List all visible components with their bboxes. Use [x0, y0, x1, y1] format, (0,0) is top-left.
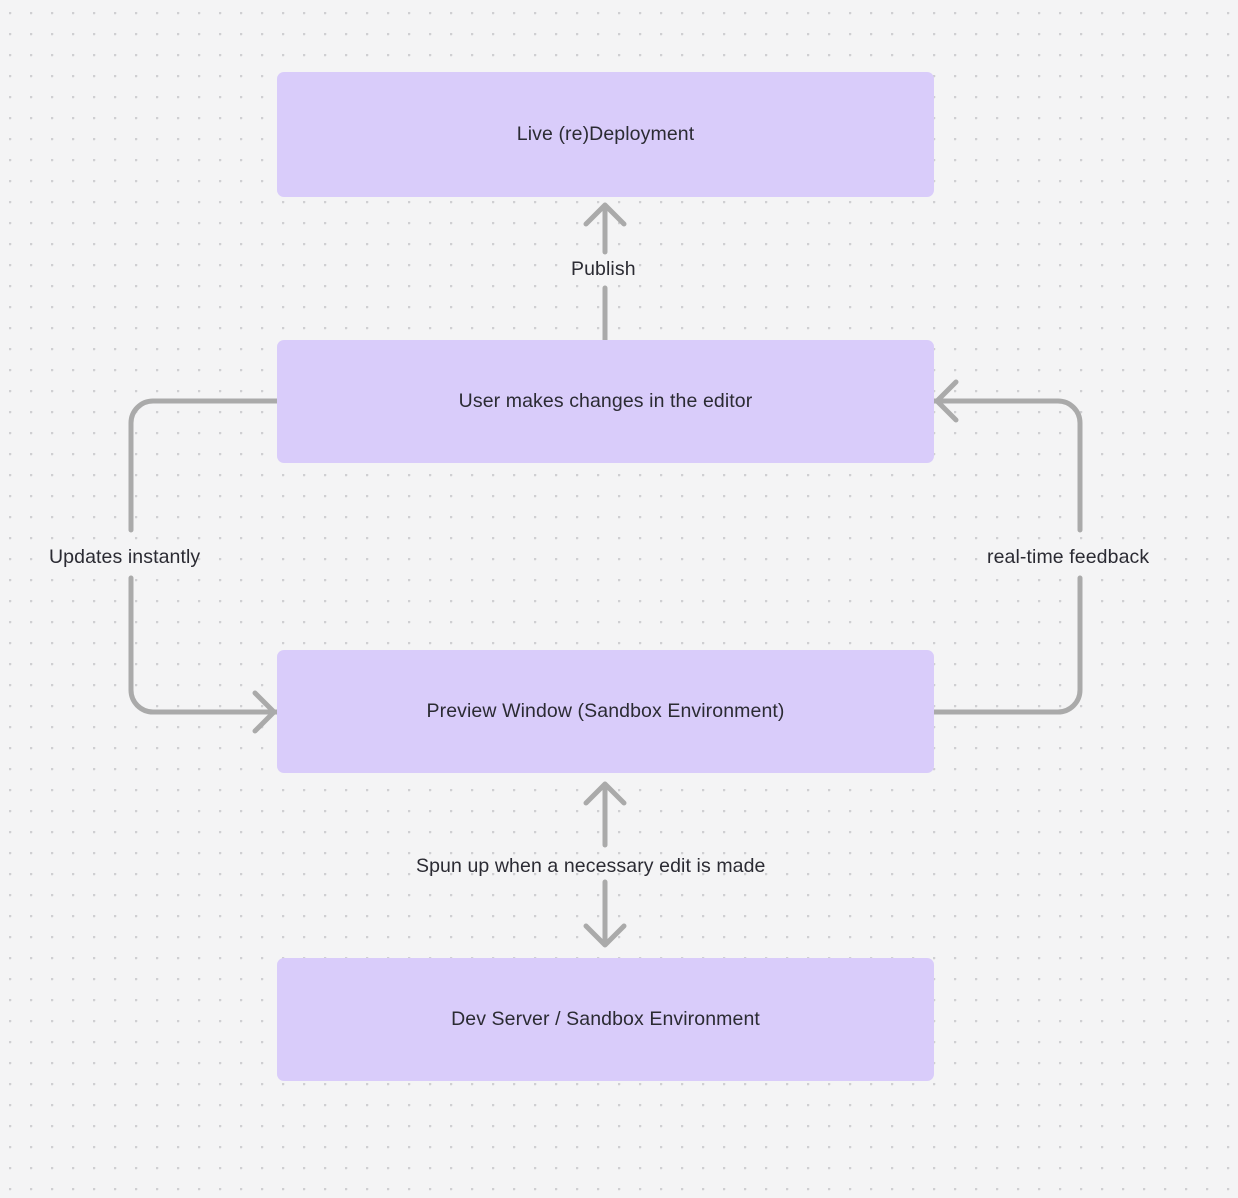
node-user-edits-label: User makes changes in the editor — [458, 390, 753, 413]
edge-label-publish[interactable]: Publish — [571, 258, 636, 280]
node-preview-window[interactable]: Preview Window (Sandbox Environment) — [277, 650, 934, 773]
node-live-deployment-label: Live (re)Deployment — [516, 123, 695, 146]
node-user-edits[interactable]: User makes changes in the editor — [277, 340, 934, 463]
edge-label-updates-instantly[interactable]: Updates instantly — [49, 546, 201, 568]
node-dev-server[interactable]: Dev Server / Sandbox Environment — [277, 958, 934, 1081]
node-preview-window-label: Preview Window (Sandbox Environment) — [426, 700, 785, 723]
edge-label-spun-up[interactable]: Spun up when a necessary edit is made — [416, 855, 766, 877]
node-dev-server-label: Dev Server / Sandbox Environment — [451, 1008, 760, 1031]
node-live-deployment[interactable]: Live (re)Deployment — [277, 72, 934, 197]
edge-label-real-time-feedback[interactable]: real-time feedback — [987, 546, 1150, 568]
